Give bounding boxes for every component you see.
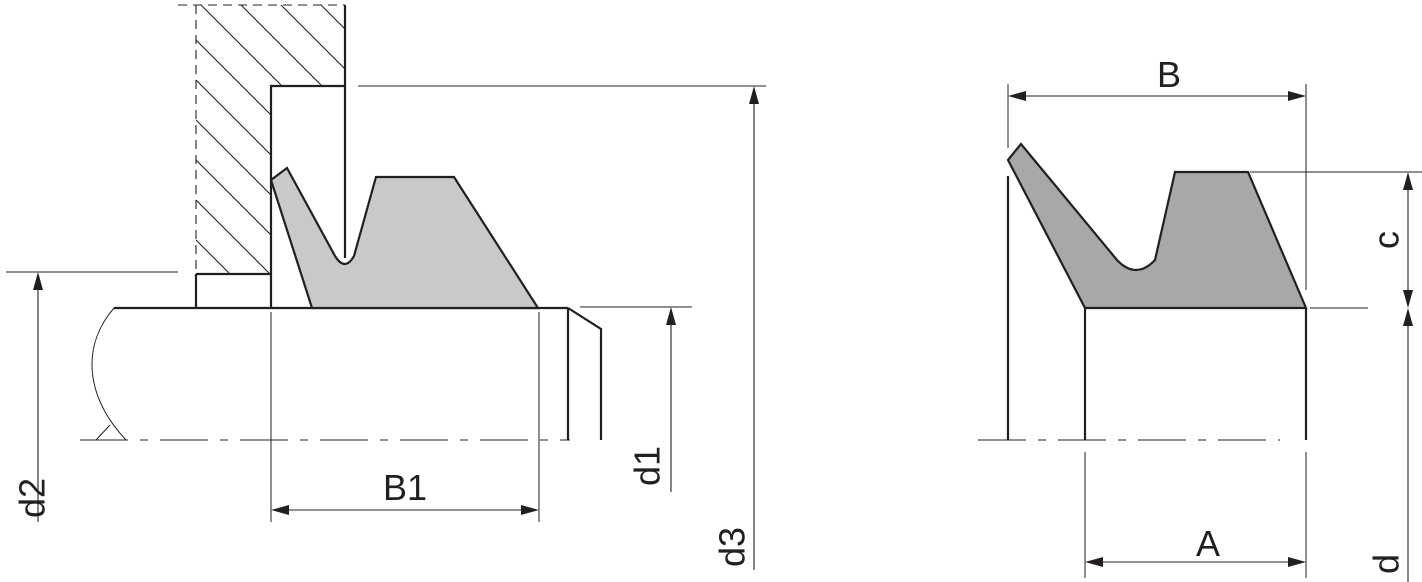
d3-arrowhead (749, 86, 759, 104)
shaft-break-tick (95, 424, 111, 441)
d-arrowhead (1403, 308, 1413, 326)
label-d1: d1 (627, 446, 668, 486)
shaft-break-curve (91, 307, 127, 441)
b-arrowhead-left (1008, 91, 1026, 101)
d1-arrowhead (666, 307, 676, 325)
b-arrowhead-right (1288, 91, 1306, 101)
a-arrowhead-left (1085, 557, 1103, 567)
shaft-chamfer (567, 307, 603, 440)
label-a: A (1196, 523, 1220, 564)
c-arrowhead-top (1403, 172, 1413, 190)
seal-profile (1006, 142, 1308, 310)
label-c: c (1366, 231, 1407, 249)
label-b1: B1 (383, 467, 427, 508)
label-d3: d3 (712, 527, 753, 567)
installed-assembly (6, 4, 766, 570)
d2-arrowhead (33, 272, 43, 290)
seal-installed (269, 166, 541, 310)
b1-arrowhead-right (521, 505, 539, 515)
label-d2: d2 (12, 478, 53, 518)
housing-outline (196, 5, 347, 276)
a-arrowhead-right (1288, 557, 1306, 567)
label-d: d (1366, 554, 1407, 574)
c-arrowhead-bottom (1403, 290, 1413, 308)
seal-profile-view (978, 84, 1422, 582)
label-b: B (1157, 54, 1181, 95)
b1-arrowhead-left (271, 505, 289, 515)
